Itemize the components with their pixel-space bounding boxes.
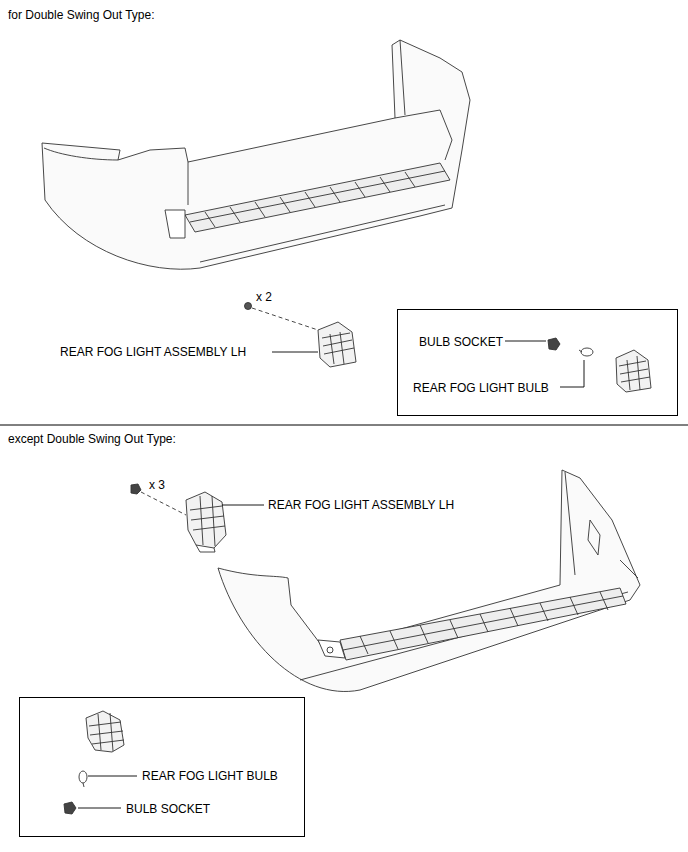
part-name: REAR FOG LIGHT ASSEMBLY LH — [268, 498, 454, 512]
part-name: BULB SOCKET — [419, 335, 503, 349]
part-name: BULB SOCKET — [126, 802, 210, 816]
quantity-label: x 3 — [149, 478, 165, 492]
inset-box: BULB SOCKET REAR FOG LIGHT BULB — [397, 309, 678, 416]
quantity-label: x 2 — [256, 290, 272, 304]
part-name: REAR FOG LIGHT ASSEMBLY LH — [60, 345, 246, 359]
section-heading: for Double Swing Out Type: — [8, 8, 155, 22]
inset-box: REAR FOG LIGHT BULB BULB SOCKET — [19, 697, 305, 837]
part-name: REAR FOG LIGHT BULB — [142, 769, 278, 783]
part-name: REAR FOG LIGHT BULB — [413, 381, 549, 395]
section-heading: except Double Swing Out Type: — [8, 432, 176, 446]
